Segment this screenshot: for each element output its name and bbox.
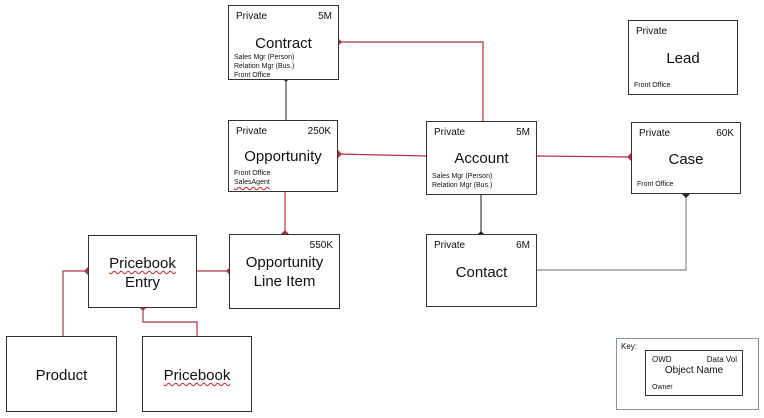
object-notes: Front Office <box>634 81 670 90</box>
owd-label: Private <box>434 240 466 251</box>
key-owd: OWD <box>652 355 672 364</box>
note-sales-mgr: Sales Mgr (Person) <box>432 173 493 180</box>
object-notes: Sales Mgr (Person) Relation Mgr (Bus.) <box>432 172 492 190</box>
object-contract[interactable]: Private 5M Contract Sales Mgr (Person) R… <box>228 5 339 80</box>
object-notes: Front Office SalesAgent <box>234 169 270 187</box>
owd-label: Private <box>639 128 671 139</box>
data-volume: 5M <box>516 127 530 138</box>
object-name: Lead <box>666 50 700 67</box>
line-pricebook-pbe <box>142 307 198 336</box>
data-volume: 250K <box>307 126 331 137</box>
data-volume: 6M <box>516 240 530 251</box>
object-opportunity-line-item[interactable]: 550K Opportunity Line Item <box>229 234 340 309</box>
key-object-name: Object Name <box>664 365 724 376</box>
key-legend: Key: OWD Data Vol Object Name Owner <box>616 338 759 410</box>
object-contact[interactable]: Private 6M Contact <box>426 234 537 307</box>
object-lead[interactable]: Private Lead Front Office <box>628 20 738 95</box>
object-name: Pricebook <box>163 367 231 384</box>
data-volume: 60K <box>716 128 734 139</box>
note-sales-agent: SalesAgent <box>234 179 270 186</box>
object-name-line1: Opportunity <box>245 254 324 271</box>
note-front-office: Front Office <box>634 82 671 89</box>
line-contract-account <box>338 41 484 122</box>
line-case-contact <box>537 194 687 271</box>
note-front-office: Front Office <box>234 72 271 79</box>
line-account-case <box>535 155 632 158</box>
object-name-line2: Entry <box>124 274 160 291</box>
key-owner: Owner <box>652 384 673 391</box>
key-label: Key: <box>621 342 638 351</box>
object-notes: Sales Mgr (Person) Relation Mgr (Bus.) F… <box>234 53 294 80</box>
note-sales-mgr: Sales Mgr (Person) <box>234 54 295 61</box>
object-pricebook-entry[interactable]: Pricebook Entry <box>88 235 197 308</box>
object-name: Product <box>35 367 88 384</box>
object-name: Opportunity <box>244 148 322 165</box>
object-pricebook[interactable]: Pricebook <box>142 336 252 412</box>
note-relation-mgr: Relation Mgr (Bus.) <box>234 63 295 70</box>
object-name: Pricebook Entry <box>89 254 196 292</box>
data-volume: 550K <box>309 240 333 251</box>
object-name-line1: Pricebook <box>109 255 176 272</box>
note-relation-mgr: Relation Mgr (Bus.) <box>432 182 493 189</box>
owd-label: Private <box>236 11 268 22</box>
key-object-box: OWD Data Vol Object Name Owner <box>645 350 743 396</box>
owd-label: Private <box>434 127 466 138</box>
line-opportunity-account <box>337 153 428 157</box>
object-case[interactable]: Private 60K Case Front Office <box>631 122 741 194</box>
owd-label: Private <box>636 26 668 37</box>
object-name: Contract <box>255 35 312 52</box>
object-name-line2: Line Item <box>253 273 316 290</box>
key-data-volume: Data Vol <box>706 355 737 364</box>
object-product[interactable]: Product <box>6 336 117 412</box>
line-product-pbe <box>62 270 88 336</box>
object-name: Contact <box>455 264 508 281</box>
object-notes: Front Office <box>637 180 673 189</box>
object-name: Account <box>454 150 509 167</box>
object-name: Opportunity Line Item <box>230 253 339 291</box>
object-opportunity[interactable]: Private 250K Opportunity Front Office Sa… <box>228 120 338 192</box>
note-front-office: Front Office <box>234 170 271 177</box>
note-front-office: Front Office <box>637 181 674 188</box>
object-account[interactable]: Private 5M Account Sales Mgr (Person) Re… <box>426 121 537 195</box>
object-name: Case <box>668 151 704 168</box>
data-volume: 5M <box>318 11 332 22</box>
owd-label: Private <box>236 126 268 137</box>
